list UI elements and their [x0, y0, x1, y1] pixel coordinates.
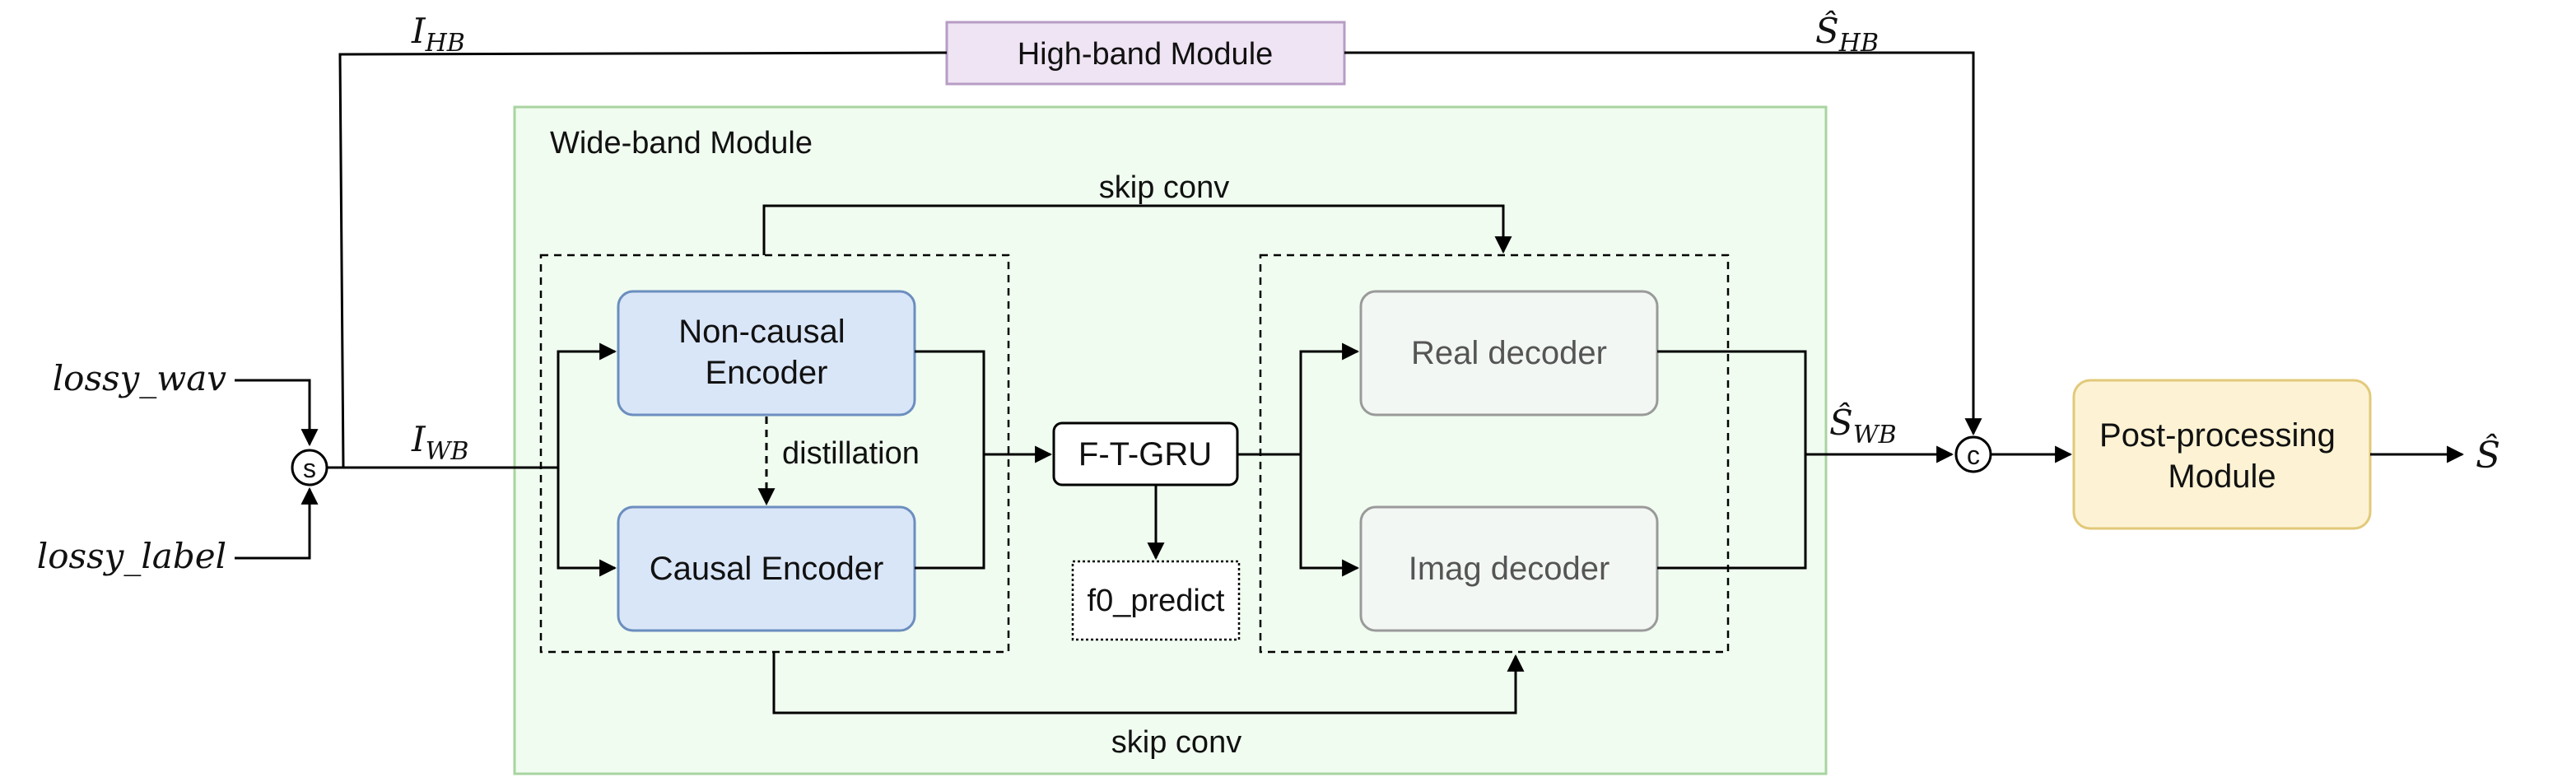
noncausal-to-gru-line	[915, 350, 985, 454]
skip-conv-top-connector	[762, 204, 1512, 255]
f0-predict-block	[1071, 560, 1241, 641]
ft-gru-label: F-T-GRU	[1078, 436, 1212, 472]
skip-conv-bottom-label: skip conv	[1111, 725, 1241, 760]
high-band-to-concat-arrow	[1344, 51, 1982, 436]
post-processing-line-1: Post-processing	[2099, 417, 2336, 454]
wav-to-split-arrow	[235, 379, 319, 447]
lossy-wav-label: lossy_wav	[53, 358, 227, 398]
ihb-line	[338, 51, 948, 468]
f0-predict-label: f0_predict	[1088, 584, 1225, 618]
skip-conv-top-label: skip conv	[1099, 170, 1229, 205]
real-decoder-label: Real decoder	[1411, 335, 1607, 371]
real-decoder-output-line	[1657, 350, 1807, 454]
iwb-label: IWB	[411, 419, 468, 466]
post-processing-module	[2072, 379, 2372, 530]
ihb-label-sub: HB	[425, 29, 465, 58]
shb-label-base: Ŝ	[1815, 10, 1839, 51]
high-band-module	[945, 21, 1346, 86]
split-node-label: s	[303, 454, 316, 483]
non-causal-encoder-line-2: Encoder	[706, 355, 828, 391]
gru-to-real-decoder-arrow	[1299, 342, 1360, 454]
imag-decoder-output-line	[1657, 454, 1807, 570]
distillation-label: distillation	[782, 436, 920, 471]
ihb-label: IHB	[411, 11, 465, 58]
shb-label: ŜHB	[1815, 10, 1879, 58]
concat-node-label: c	[1967, 440, 1980, 470]
post-processing-label: Post-processing Module	[2099, 417, 2345, 495]
non-causal-encoder	[617, 290, 916, 417]
post-processing-line-2: Module	[2168, 458, 2276, 495]
iwb-label-base: I	[411, 419, 426, 459]
iwb-to-noncausal-arrow	[557, 342, 617, 468]
shb-label-sub: HB	[1838, 29, 1879, 58]
high-band-module-label: High-band Module	[1018, 37, 1274, 72]
causal-to-gru-line	[915, 454, 985, 570]
output-label: Ŝ	[2476, 433, 2500, 477]
swb-label-base: Ŝ	[1829, 402, 1853, 443]
wide-band-module-label: Wide-band Module	[550, 126, 813, 161]
swb-label-sub: WB	[1853, 421, 1897, 449]
real-decoder	[1359, 290, 1659, 417]
iwb-label-sub: WB	[426, 437, 469, 466]
non-causal-encoder-line-1: Non-causal	[678, 314, 845, 350]
causal-encoder-label: Causal Encoder	[650, 551, 884, 587]
iwb-to-causal-arrow	[557, 468, 617, 577]
skip-conv-bottom-connector	[772, 652, 1525, 715]
imag-decoder-label: Imag decoder	[1409, 551, 1610, 587]
ihb-label-base: I	[411, 11, 426, 51]
lossy-label-label: lossy_label	[37, 536, 226, 576]
non-causal-encoder-label: Non-causal Encoder	[678, 314, 854, 391]
gru-to-imag-decoder-arrow	[1299, 454, 1360, 577]
label-to-split-arrow	[235, 486, 319, 560]
swb-label: ŜWB	[1829, 402, 1897, 449]
